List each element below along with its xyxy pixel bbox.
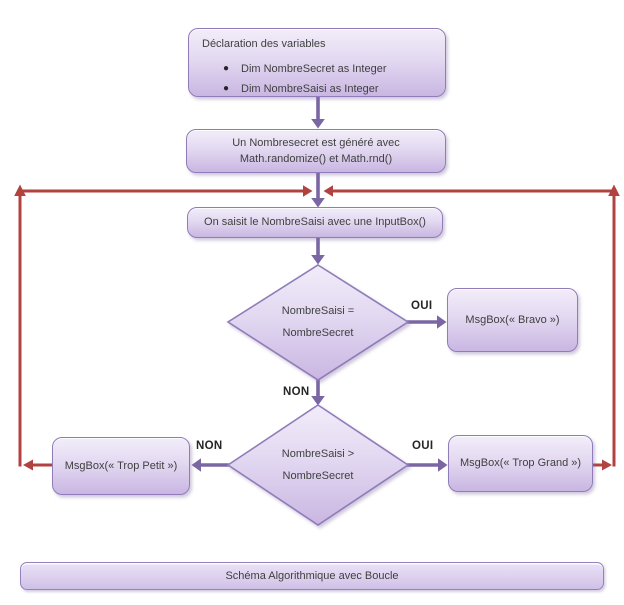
loop-left-top-arrowhead-icon (303, 185, 313, 197)
declaration-title: Déclaration des variables (202, 38, 326, 50)
bullet-item: ● Dim NombreSaisi as Integer (223, 82, 433, 97)
caption-text: Schéma Algorithmique avec Boucle (225, 570, 399, 582)
caption-bar: Schéma Algorithmique avec Boucle (20, 562, 604, 590)
decision-greater-line2: NombreSecret (282, 470, 354, 482)
msgbox-trop-petit-text: MsgBox(« Trop Petit ») (64, 459, 178, 472)
decision-greater-diamond (226, 404, 410, 526)
flow-arrowhead-down-icon (311, 119, 325, 129)
declaration-bullet-list: ● Dim NombreSecret as Integer ● Dim Nomb… (202, 62, 433, 97)
flow-arrows (191, 96, 448, 472)
decision-equal-diamond (226, 264, 410, 381)
generate-text: Un Nombresecret est généré avec Math.ran… (232, 136, 400, 167)
label-equal-oui: OUI (411, 300, 433, 312)
decision-equal-line2: NombreSecret (282, 327, 354, 339)
input-text: On saisit le NombreSaisi avec une InputB… (204, 216, 426, 228)
flow-arrowhead-right-icon (438, 458, 448, 472)
flow-arrowhead-down-icon (311, 255, 325, 265)
flow-arrowhead-left-icon (191, 458, 201, 472)
loop-right-bottom-arrowhead-icon (602, 459, 612, 471)
flow-arrowhead-right-icon (437, 315, 447, 329)
decision-equal-line1: NombreSaisi = (281, 305, 355, 317)
bullet-text: Dim NombreSaisi as Integer (241, 83, 379, 95)
generate-line2: Math.randomize() et Math.rnd() (239, 152, 393, 165)
node-msgbox-trop-petit: MsgBox(« Trop Petit ») (52, 437, 190, 495)
label-greater-non: NON (196, 440, 223, 452)
node-msgbox-trop-grand: MsgBox(« Trop Grand ») (448, 435, 593, 492)
label-greater-oui: OUI (412, 440, 434, 452)
bullet-text: Dim NombreSecret as Integer (241, 63, 387, 75)
decision-greater-text: NombreSaisi > NombreSecret (243, 443, 393, 487)
bullet-item: ● Dim NombreSecret as Integer (223, 62, 433, 77)
flow-arrowhead-down-icon (311, 396, 325, 406)
msgbox-bravo-text: MsgBox(« Bravo ») (465, 313, 560, 326)
flow-arrowhead-down-icon (311, 198, 325, 208)
loop-left-bottom-arrowhead-icon (23, 459, 33, 471)
label-equal-non: NON (283, 386, 310, 398)
node-input: On saisit le NombreSaisi avec une InputB… (187, 207, 443, 238)
msgbox-trop-grand-text: MsgBox(« Trop Grand ») (459, 457, 582, 469)
generate-line1: Un Nombresecret est généré avec (232, 136, 400, 149)
node-generate: Un Nombresecret est généré avec Math.ran… (186, 129, 446, 173)
bullet-dot-icon: ● (223, 83, 230, 94)
node-msgbox-bravo: MsgBox(« Bravo ») (447, 288, 578, 352)
decision-greater-line1: NombreSaisi > (281, 448, 355, 460)
loop-right-top-arrowhead-icon (323, 185, 333, 197)
decision-equal-text: NombreSaisi = NombreSecret (243, 300, 393, 344)
node-declaration: Déclaration des variables ● Dim NombreSe… (188, 28, 446, 97)
bullet-dot-icon: ● (223, 63, 230, 74)
loop-arrows (14, 184, 620, 471)
